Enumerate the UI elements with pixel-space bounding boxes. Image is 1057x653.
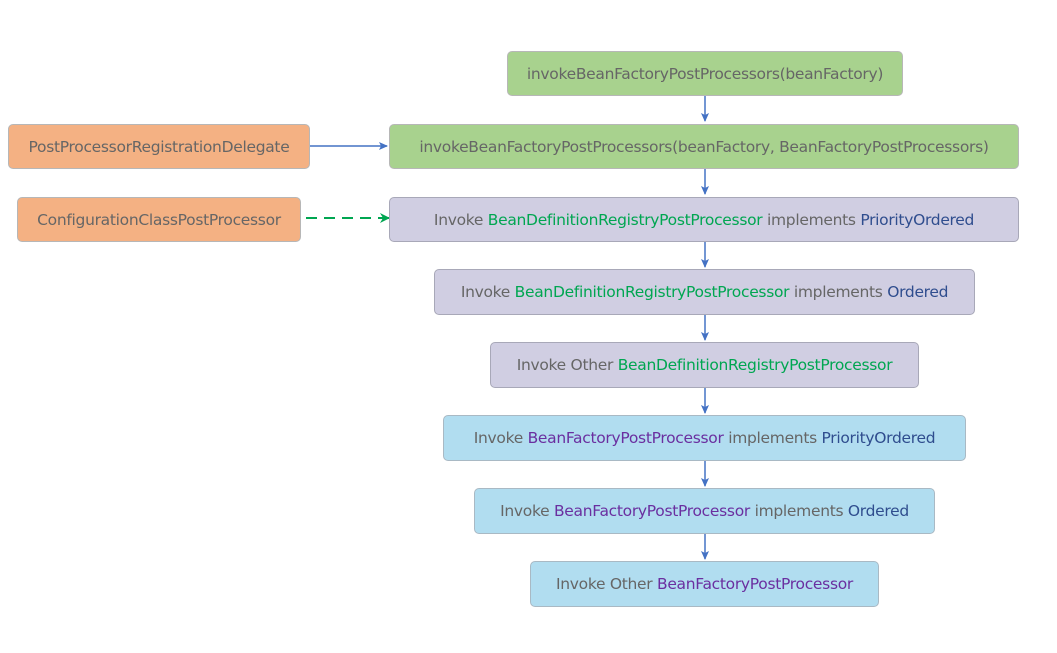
node-middle: implements — [723, 429, 822, 447]
node-prefix: Invoke Other — [556, 575, 657, 593]
node-subject: BeanDefinitionRegistryPostProcessor — [514, 283, 790, 301]
node-interface: PriorityOrdered — [860, 210, 975, 229]
node-prefix: Invoke — [460, 283, 515, 301]
node-label: ConfigurationClassPostProcessor — [37, 210, 281, 229]
node-subject: BeanDefinitionRegistryPostProcessor — [617, 356, 893, 374]
node-bdrpp-other: Invoke Other BeanDefinitionRegistryPostP… — [490, 342, 919, 388]
node-subject: BeanFactoryPostProcessor — [553, 502, 750, 520]
node-prefix: Invoke — [500, 502, 554, 520]
node-interface: Ordered — [847, 502, 909, 520]
node-label: invokeBeanFactoryPostProcessors(beanFact… — [526, 64, 884, 83]
node-bfpp-other: Invoke Other BeanFactoryPostProcessor — [530, 561, 879, 607]
node-configuration-class-post-processor: ConfigurationClassPostProcessor — [17, 197, 301, 242]
node-bfpp-priority-ordered: Invoke BeanFactoryPostProcessor implemen… — [443, 415, 966, 461]
node-bfpp-ordered: Invoke BeanFactoryPostProcessor implemen… — [474, 488, 935, 534]
node-label: PostProcessorRegistrationDelegate — [28, 137, 290, 156]
node-subject: BeanDefinitionRegistryPostProcessor — [487, 210, 763, 229]
node-interface: PriorityOrdered — [821, 429, 936, 447]
node-bdrpp-priority-ordered: Invoke BeanDefinitionRegistryPostProcess… — [389, 197, 1019, 242]
node-bdrpp-ordered: Invoke BeanDefinitionRegistryPostProcess… — [434, 269, 975, 315]
node-prefix: Invoke Other — [516, 356, 618, 374]
node-label: invokeBeanFactoryPostProcessors(beanFact… — [419, 137, 989, 156]
node-prefix: Invoke — [473, 429, 528, 447]
node-invoke-bean-factory-post-processors-with-list: invokeBeanFactoryPostProcessors(beanFact… — [389, 124, 1019, 169]
node-middle: implements — [789, 283, 888, 301]
node-middle: implements — [749, 502, 848, 520]
node-middle: implements — [762, 210, 861, 229]
node-invoke-bean-factory-post-processors: invokeBeanFactoryPostProcessors(beanFact… — [507, 51, 903, 96]
node-interface: Ordered — [887, 283, 949, 301]
node-post-processor-registration-delegate: PostProcessorRegistrationDelegate — [8, 124, 310, 169]
node-subject: BeanFactoryPostProcessor — [656, 575, 853, 593]
node-prefix: Invoke — [433, 210, 488, 229]
node-subject: BeanFactoryPostProcessor — [527, 429, 724, 447]
